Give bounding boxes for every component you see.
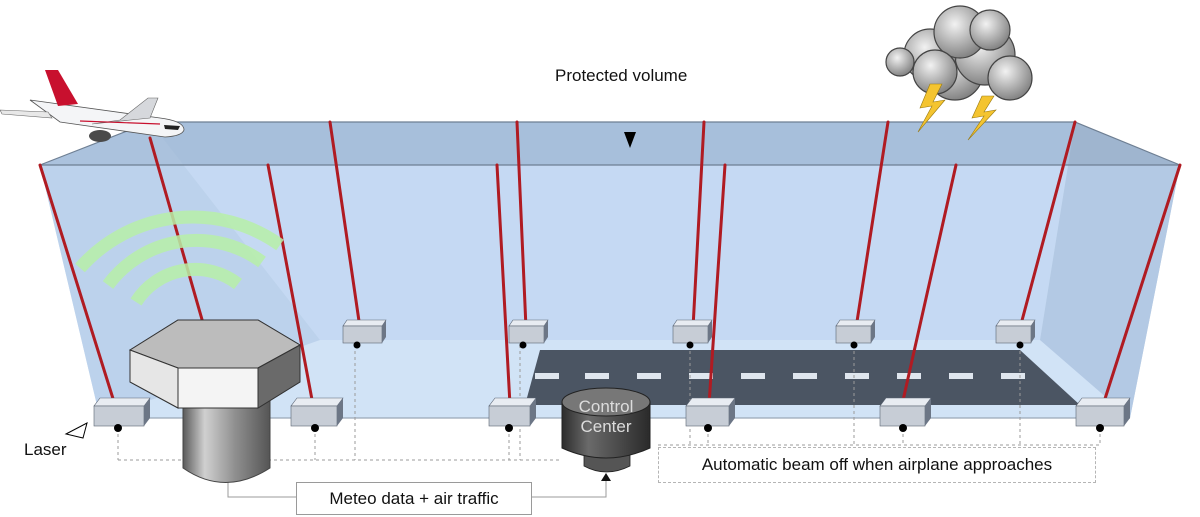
- control-center: [561, 387, 651, 473]
- laser-label: Laser: [24, 440, 67, 459]
- laser-unit-icon: [290, 397, 344, 432]
- laser-unit-icon: [508, 319, 549, 349]
- control-center-label-line1: Control: [578, 397, 634, 416]
- auto-beam-off-box: Automatic beam off when airplane approac…: [658, 447, 1096, 483]
- laser-unit-icon: [93, 397, 151, 432]
- control-center-label: Control Center: [564, 397, 648, 437]
- volume-top-face: [40, 122, 1180, 165]
- laser-pointer-arrow: [64, 422, 88, 439]
- laser-unit-icon: [685, 397, 736, 432]
- meteo-link-arrow: [601, 473, 611, 481]
- wifi-signal-icon: [75, 210, 284, 306]
- laser-units-front: [93, 397, 1131, 432]
- meteo-data-box: Meteo data + air traffic: [296, 482, 532, 515]
- protected-volume-arrow: [624, 132, 636, 148]
- laser-beams: [38, 120, 1182, 407]
- laser-unit-icon: [835, 319, 876, 349]
- laser-unit-icon: [672, 319, 713, 349]
- airplane-icon: [0, 70, 185, 142]
- control-center-label-line2: Center: [580, 417, 632, 436]
- laser-unit-icon: [1075, 397, 1131, 432]
- laser-unit-icon: [879, 397, 932, 432]
- hex-bolt-icon: [128, 319, 302, 483]
- laser-unit-icon: [995, 319, 1036, 349]
- laser-units-back: [342, 319, 1036, 349]
- lightning-icon: [917, 83, 997, 141]
- laser-unit-icon: [342, 319, 387, 349]
- protected-volume-label: Protected volume: [555, 66, 688, 85]
- laser-unit-icon: [488, 397, 537, 432]
- storm-cloud-icon: [885, 5, 1033, 101]
